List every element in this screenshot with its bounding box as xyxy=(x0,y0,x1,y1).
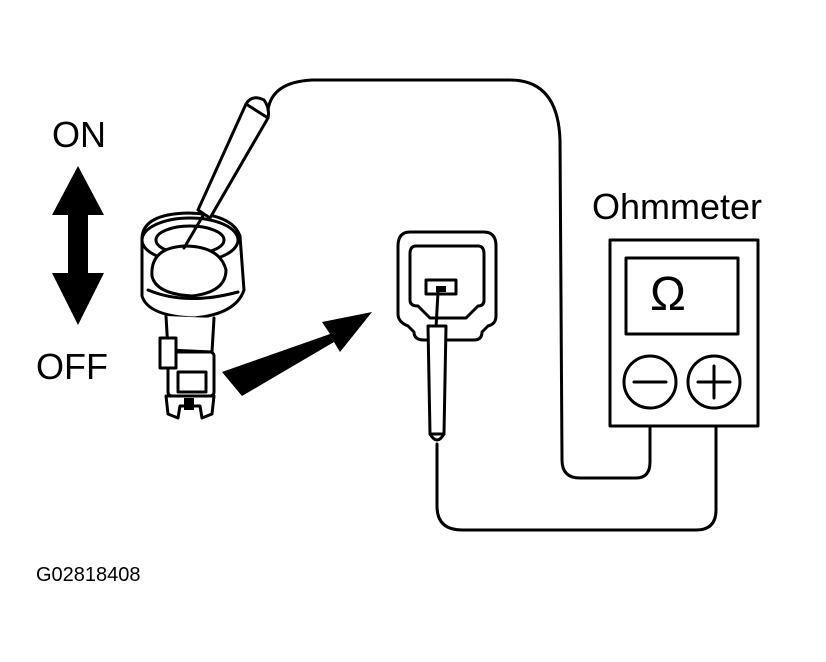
connector-probe-body xyxy=(426,324,448,436)
switch-knob xyxy=(150,244,228,298)
switch-assembly xyxy=(140,211,246,420)
ohmmeter-display xyxy=(624,256,740,336)
lead-wire-positive xyxy=(435,398,718,532)
ohmmeter-title: Ohmmeter xyxy=(592,186,763,227)
switch-connector-tab xyxy=(158,336,178,370)
switch-on-label: ON xyxy=(52,114,106,155)
connector-terminal-pin xyxy=(436,286,446,292)
lead-wire-negative xyxy=(266,78,652,480)
pointer-arrow-icon xyxy=(222,312,372,396)
enlarged-connector xyxy=(396,230,498,342)
double-arrow-icon xyxy=(52,166,104,325)
connector-inner xyxy=(408,244,486,320)
ohmmeter xyxy=(608,238,760,428)
switch-probe-body xyxy=(196,102,270,220)
switch-probe xyxy=(182,96,270,250)
switch-connector-pin xyxy=(184,398,194,410)
switch-probe-tip xyxy=(244,96,270,120)
ohm-symbol: Ω xyxy=(650,268,686,321)
switch-connector-lock xyxy=(176,370,208,394)
connector-probe-tip xyxy=(428,432,446,442)
switch-off-label: OFF xyxy=(36,346,108,387)
figure-id: G02818408 xyxy=(36,564,141,586)
connector-probe xyxy=(426,290,448,442)
switch-connector-base xyxy=(164,394,216,420)
switch-knob-band xyxy=(146,288,240,300)
